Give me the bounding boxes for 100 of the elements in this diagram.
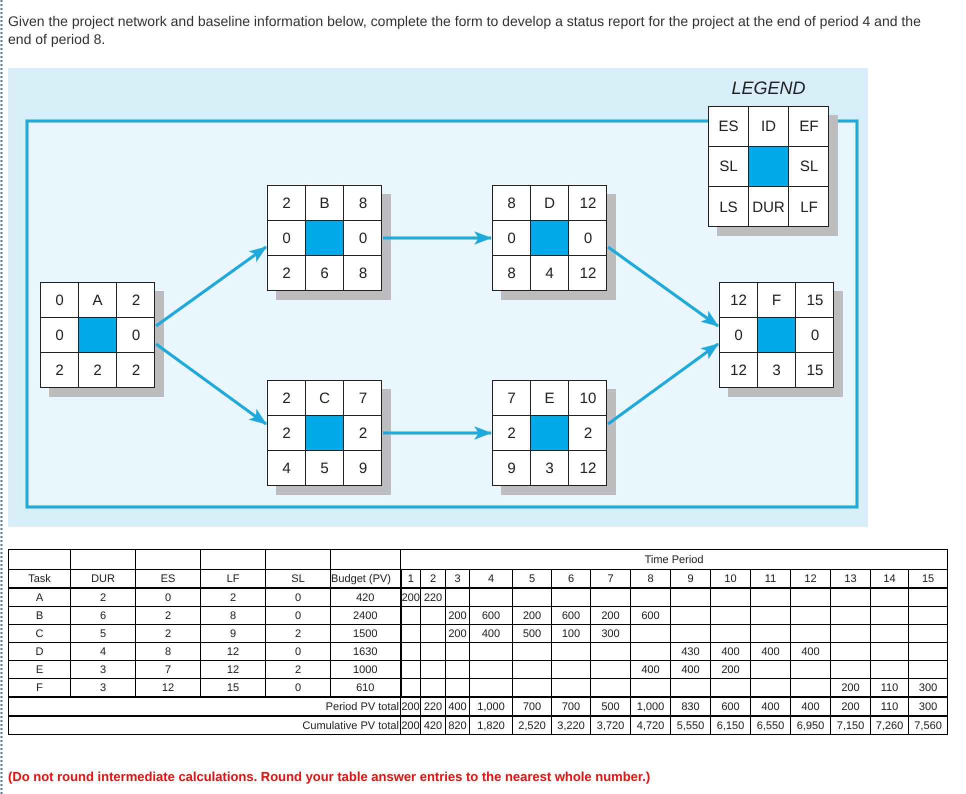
table-cell: 220 (420, 588, 446, 606)
table-cell: 0 (266, 588, 330, 606)
table-cell: 300 (590, 624, 630, 642)
table-cell: 300 (908, 678, 948, 697)
table-cell: 5,550 (670, 716, 710, 734)
activity-value: 15 (806, 361, 824, 381)
table-cell: 2,520 (512, 716, 552, 734)
column-header: 3 (446, 570, 470, 588)
instruction-text: Given the project network and baseline information below, complete the form to develop a status report for the project at the end of period 4 and the end of period 8. (8, 12, 922, 48)
activity-value: 6 (306, 256, 344, 291)
column-header: 13 (830, 570, 870, 588)
arrow (607, 246, 719, 328)
table-cell: 200 (446, 624, 470, 642)
table-cell: 200 (710, 660, 750, 678)
legend-field-label: LS (709, 187, 749, 227)
table-cell: 0 (266, 678, 330, 697)
table-cell: 700 (512, 697, 552, 716)
column-header: 15 (908, 570, 948, 588)
table-cell: 12 (136, 678, 200, 697)
table-cell: 400 (670, 660, 710, 678)
activity-value: 0 (117, 318, 155, 353)
table-cell: 7,560 (908, 716, 948, 734)
table-cell: 12 (200, 642, 266, 660)
table-cell: 200 (446, 606, 470, 624)
table-cell: 420 (420, 716, 446, 734)
activity-value: 2 (41, 353, 79, 388)
legend-field-label: LF (799, 198, 819, 218)
table-cell: 1000 (330, 660, 400, 678)
activity-value: 2 (130, 361, 142, 381)
table-cell: 1,000 (630, 697, 670, 716)
note-text: (Do not round intermediate calculations. Round your table answer entries to the nearest whole number.) (8, 769, 652, 784)
activity-value: 0 (796, 318, 834, 353)
arrow (155, 246, 267, 328)
column-header: 9 (670, 570, 710, 588)
table-cell: C (8, 624, 70, 642)
column-header: 8 (630, 570, 670, 588)
table-cell: 12 (200, 660, 266, 678)
table-cell: 400 (750, 697, 790, 716)
activity-value: 12 (720, 283, 758, 318)
table-cell: 3 (70, 660, 136, 678)
table-cell: 2400 (330, 606, 400, 624)
table-cell: 500 (590, 697, 630, 716)
legend-field-label: ES (709, 107, 749, 147)
table-cell: D (8, 642, 70, 660)
table-cell: 4 (70, 642, 136, 660)
column-header: 6 (552, 570, 590, 588)
table-cell: 400 (710, 642, 750, 660)
table-cell: 100 (552, 624, 590, 642)
activity-value: 9 (493, 451, 531, 486)
legend-field-label: SL (789, 147, 829, 187)
table-cell: 7 (136, 660, 200, 678)
legend-field-label: EF (789, 107, 829, 147)
table-cell: 0 (266, 642, 330, 660)
row-header: Period PV total (8, 697, 400, 716)
activity-value: 2 (268, 381, 306, 416)
table-cell: 7,150 (830, 716, 870, 734)
table-cell: 1500 (330, 624, 400, 642)
table-cell: 430 (670, 642, 710, 660)
activity-value: 2 (344, 416, 382, 451)
table-cell: 1,820 (470, 716, 512, 734)
table-cell: 3 (70, 678, 136, 697)
row-header: Cumulative PV total (8, 716, 400, 734)
table-cell: 820 (446, 716, 470, 734)
table-cell: 600 (710, 697, 750, 716)
column-header: 1 (400, 570, 420, 588)
table-cell: 3,220 (552, 716, 590, 734)
table-cell: 400 (790, 642, 830, 660)
table-cell: 600 (470, 606, 512, 624)
table-cell: 400 (470, 624, 512, 642)
column-header: Budget (PV) (330, 570, 400, 588)
table-cell: 400 (446, 697, 470, 716)
table-cell: 420 (330, 588, 400, 606)
activity-value: 2 (268, 256, 306, 291)
column-header: 2 (420, 570, 446, 588)
table-cell: 2 (136, 606, 200, 624)
table-cell: 200 (400, 716, 420, 734)
column-header: ES (136, 570, 200, 588)
column-header: Time Period (400, 550, 948, 570)
table-cell: 0 (266, 606, 330, 624)
activity-value: 3 (531, 451, 569, 486)
table-cell: 830 (670, 697, 710, 716)
table-cell: 200 (400, 588, 420, 606)
activity-value: 10 (569, 381, 607, 416)
column-header: 12 (790, 570, 830, 588)
table-cell: B (8, 606, 70, 624)
activity-value: 12 (578, 264, 598, 284)
legend-field-label: DUR (749, 187, 789, 227)
activity-value: 8 (344, 186, 382, 221)
activity-value: 9 (358, 459, 368, 479)
activity-value: 8 (493, 256, 531, 291)
activity-value: 0 (569, 221, 607, 256)
column-header: 4 (470, 570, 512, 588)
table-cell: E (8, 660, 70, 678)
arrow (155, 342, 267, 426)
activity-value: 12 (569, 186, 607, 221)
table-cell: 110 (870, 678, 908, 697)
table-cell: 15 (200, 678, 266, 697)
table-cell: 9 (200, 624, 266, 642)
legend-title: LEGEND (730, 78, 807, 99)
table-cell: 1,000 (470, 697, 512, 716)
